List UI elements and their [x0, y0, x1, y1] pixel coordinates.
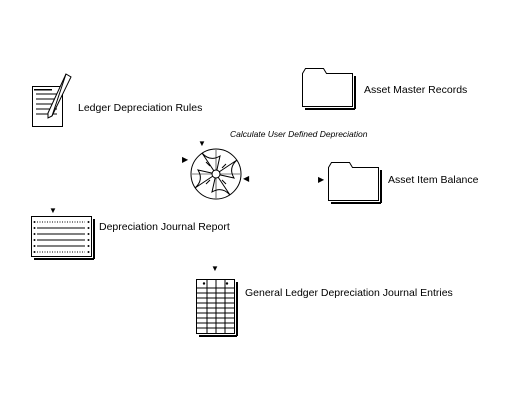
- notepad-pencil-icon: [32, 73, 72, 127]
- ledger-depreciation-rules-node[interactable]: Ledger Depreciation Rules: [30, 72, 220, 132]
- arrow-down-icon: ▼: [211, 264, 219, 273]
- calculate-depreciation-node[interactable]: ▼ ▶ ◀: [182, 140, 252, 202]
- gl-depreciation-entries-label: General Ledger Depreciation Journal Entr…: [245, 287, 453, 299]
- ledger-sheet-icon: [196, 279, 238, 337]
- asset-item-balance-node[interactable]: ▶ Asset Item Balance: [318, 162, 498, 206]
- process-wheel-icon: [190, 148, 242, 200]
- ledger-depreciation-rules-label: Ledger Depreciation Rules: [78, 102, 203, 114]
- arrow-right-icon: ▶: [318, 175, 325, 184]
- folder-icon: [328, 162, 382, 204]
- depreciation-journal-report-label: Depreciation Journal Report: [99, 221, 230, 233]
- gl-depreciation-entries-node[interactable]: ▼ General Ledger Depreciation Journal En…: [196, 265, 471, 341]
- asset-master-records-label: Asset Master Records: [364, 84, 468, 96]
- calculate-depreciation-label: Calculate User Defined Depreciation: [230, 129, 368, 139]
- depreciation-journal-report-node[interactable]: ▼ Depreciation Journal Report: [30, 207, 240, 261]
- report-icon: [31, 216, 95, 260]
- arrow-down-icon: ▼: [49, 206, 57, 215]
- asset-master-records-node[interactable]: Asset Master Records: [302, 68, 492, 112]
- arrow-right-icon: ▶: [182, 155, 189, 164]
- arrow-down-icon: ▼: [198, 139, 206, 148]
- arrow-left-icon: ◀: [243, 174, 250, 183]
- folder-icon: [302, 68, 356, 110]
- asset-item-balance-label: Asset Item Balance: [388, 174, 479, 186]
